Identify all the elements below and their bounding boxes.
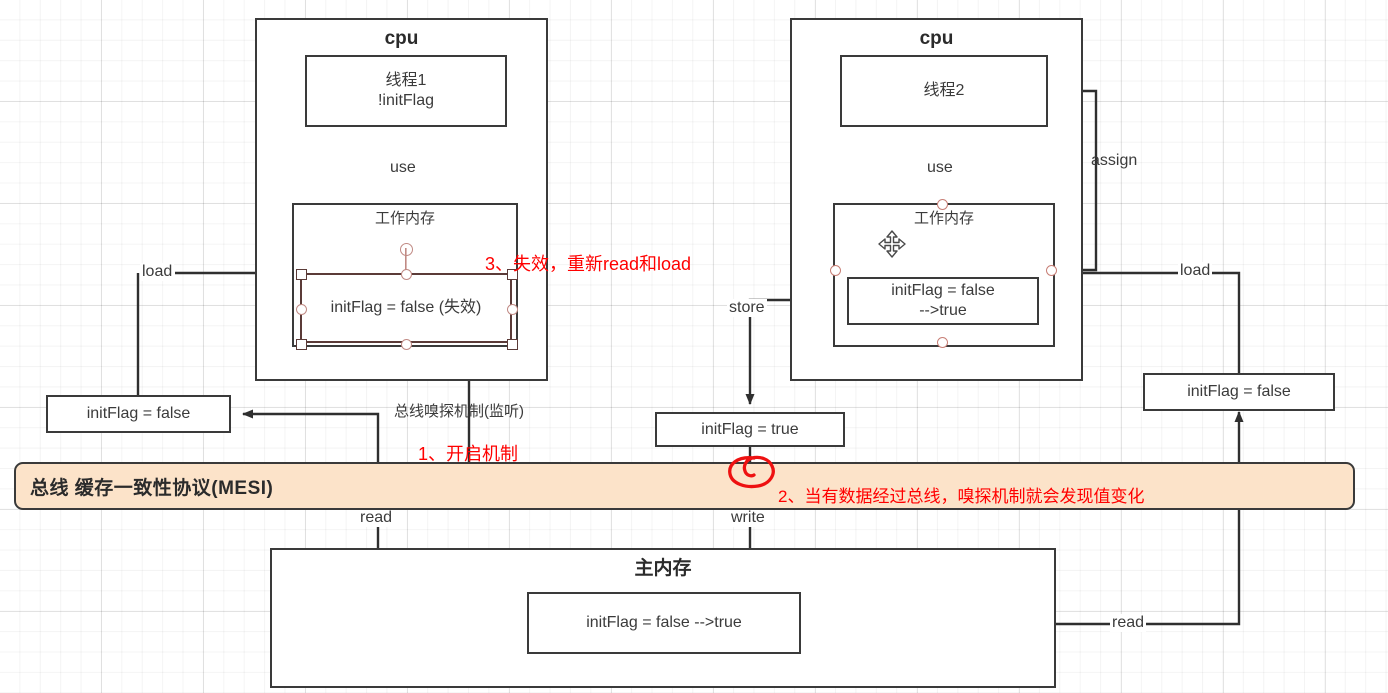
resize-handle-ne[interactable] [507, 269, 518, 280]
thread2-box: 线程2 [840, 55, 1048, 127]
bus-snoop-label: 总线嗅探机制(监听) [394, 403, 524, 420]
use-label-left: use [388, 159, 418, 177]
resize-handle-sw[interactable] [296, 339, 307, 350]
move-cursor-icon [878, 230, 906, 258]
load-label-left: load [140, 263, 175, 281]
use-label-right: use [925, 159, 955, 177]
working-memory-right-title: 工作内存 [913, 210, 974, 227]
annotation-two: 2、当有数据经过总线，嗅探机制就会发现值变化 [778, 487, 1145, 506]
main-memory-value-box: initFlag = false -->true [527, 592, 801, 654]
annotation-three: 3、失效，重新read和load [485, 254, 692, 274]
assign-label: assign [1091, 152, 1138, 169]
wm-right-value-line1: initFlag = false [891, 282, 995, 299]
red-circle-annotation [728, 455, 775, 489]
read-label-left: read [358, 509, 395, 527]
thread1-box: 线程1 !initFlag [305, 55, 507, 127]
left-outer-value-box: initFlag = false [46, 395, 231, 433]
resize-handle-w[interactable] [296, 304, 307, 315]
anchor-top[interactable] [937, 199, 948, 210]
working-memory-right-value[interactable]: initFlag = false -->true [847, 277, 1039, 325]
right-outer-value-box: initFlag = false [1143, 373, 1335, 411]
cpu-right-title: cpu [919, 28, 954, 49]
cpu-left-title: cpu [384, 28, 419, 49]
thread1-expr: !initFlag [377, 92, 435, 109]
resize-handle-s[interactable] [401, 339, 412, 350]
store-value-box: initFlag = true [655, 412, 845, 447]
thread1-name: 线程1 [385, 72, 427, 89]
working-memory-left-value[interactable]: initFlag = false (失效) [300, 273, 512, 343]
resize-handle-e[interactable] [507, 304, 518, 315]
anchor-left[interactable] [830, 265, 841, 276]
annotation-one: 1、开启机制 [418, 444, 519, 464]
anchor-right[interactable] [1046, 265, 1057, 276]
write-label: write [729, 509, 767, 527]
working-memory-left-title: 工作内存 [374, 210, 435, 227]
store-label: store [727, 299, 767, 317]
load-label-right: load [1178, 262, 1213, 280]
resize-handle-n[interactable] [401, 269, 412, 280]
resize-handle-se[interactable] [507, 339, 518, 350]
bus-bar: 总线 缓存一致性协议(MESI) [14, 462, 1355, 510]
read-label-right: read [1110, 614, 1147, 632]
anchor-bottom[interactable] [937, 337, 948, 348]
main-memory-title: 主内存 [634, 558, 692, 579]
wm-right-value-line2: -->true [919, 302, 967, 319]
resize-handle-nw[interactable] [296, 269, 307, 280]
working-memory-right-box: 工作内存 [833, 203, 1055, 347]
bus-title: 总线 缓存一致性协议(MESI) [30, 477, 274, 499]
